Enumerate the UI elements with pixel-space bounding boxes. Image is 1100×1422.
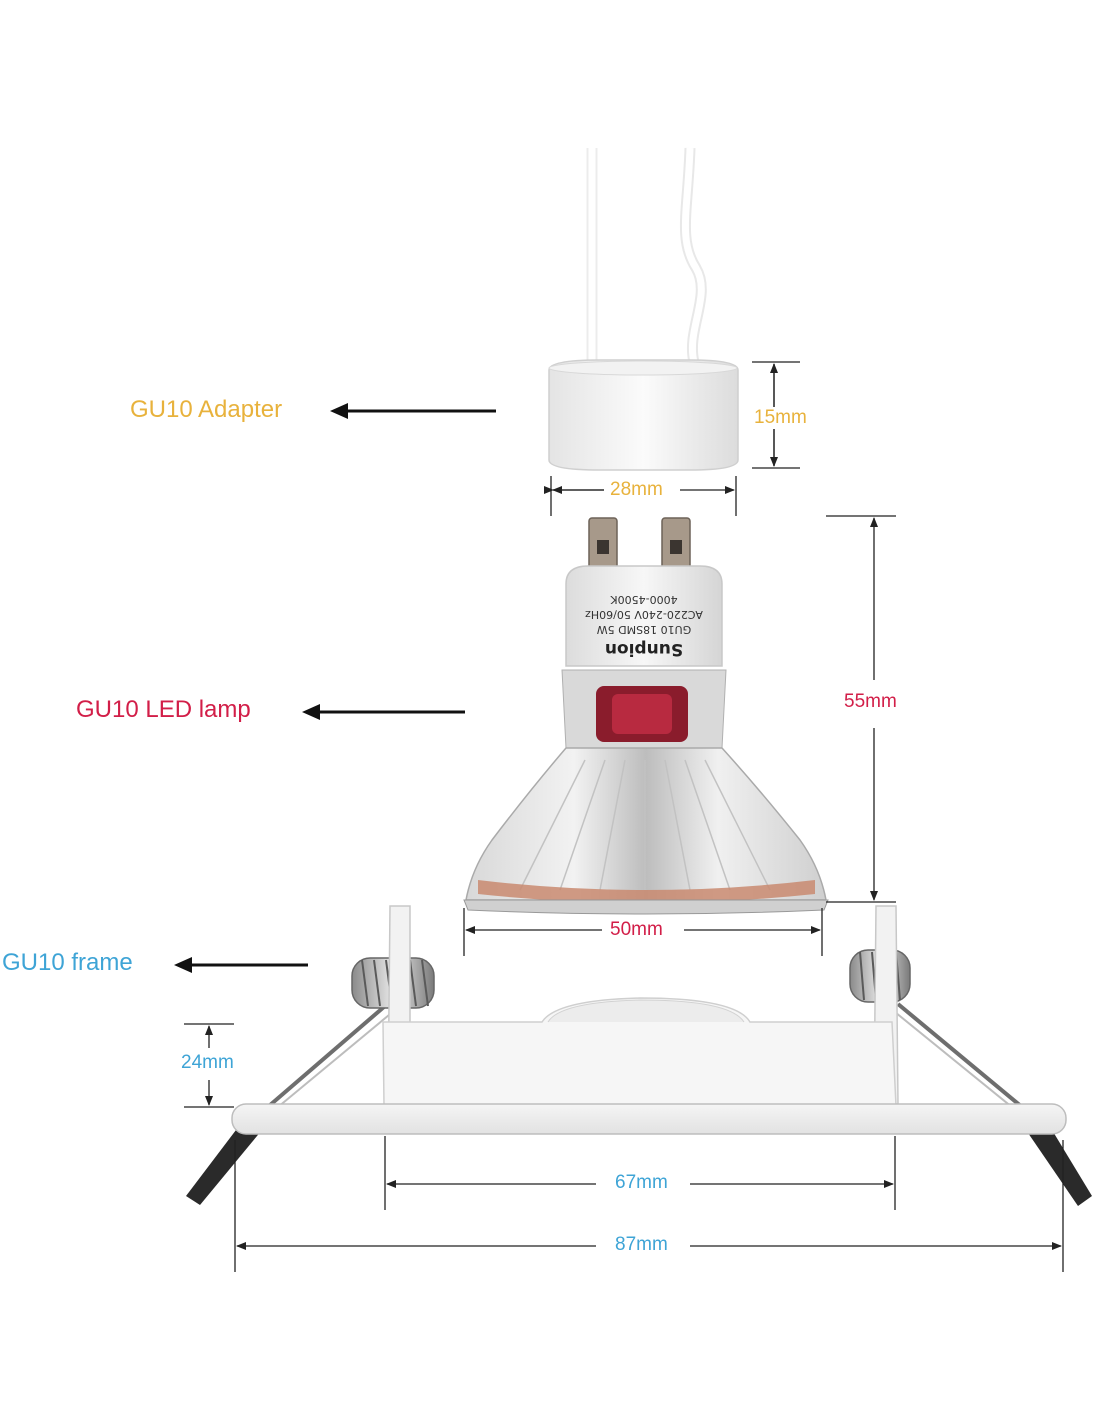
- lamp-print-line1: GU10 18SMD 5W: [597, 623, 692, 636]
- lamp-print-line3: 4000-4500K: [610, 593, 678, 606]
- gu10-adapter: [548, 359, 739, 471]
- adapter-label: GU10 Adapter: [130, 396, 283, 423]
- lamp-print: Sunpion GU10 18SMD 5W AC220-240V 50/60Hz…: [585, 593, 703, 659]
- frame-label: GU10 frame: [2, 949, 133, 976]
- lamp-print-line2: AC220-240V 50/60Hz: [585, 608, 703, 621]
- gu10-frame: [186, 905, 1092, 1206]
- adapter-width-value: 28mm: [606, 479, 667, 501]
- frame-outer-width-value: 87mm: [611, 1234, 672, 1256]
- lamp-pins: [588, 517, 691, 575]
- label-arrows: [174, 403, 496, 973]
- frame-inner-width-value: 67mm: [611, 1172, 672, 1194]
- adapter-height-value: 15mm: [750, 407, 811, 429]
- lamp-label: GU10 LED lamp: [76, 696, 251, 723]
- frame-height-value: 24mm: [177, 1052, 238, 1074]
- lamp-print-brand: Sunpion: [605, 639, 683, 659]
- gu10-led-lamp: [463, 517, 829, 915]
- dimension-lines: [184, 361, 1064, 1272]
- lamp-height-value: 55mm: [840, 691, 901, 713]
- lamp-width-value: 50mm: [606, 919, 667, 941]
- adapter-wires: [586, 147, 707, 364]
